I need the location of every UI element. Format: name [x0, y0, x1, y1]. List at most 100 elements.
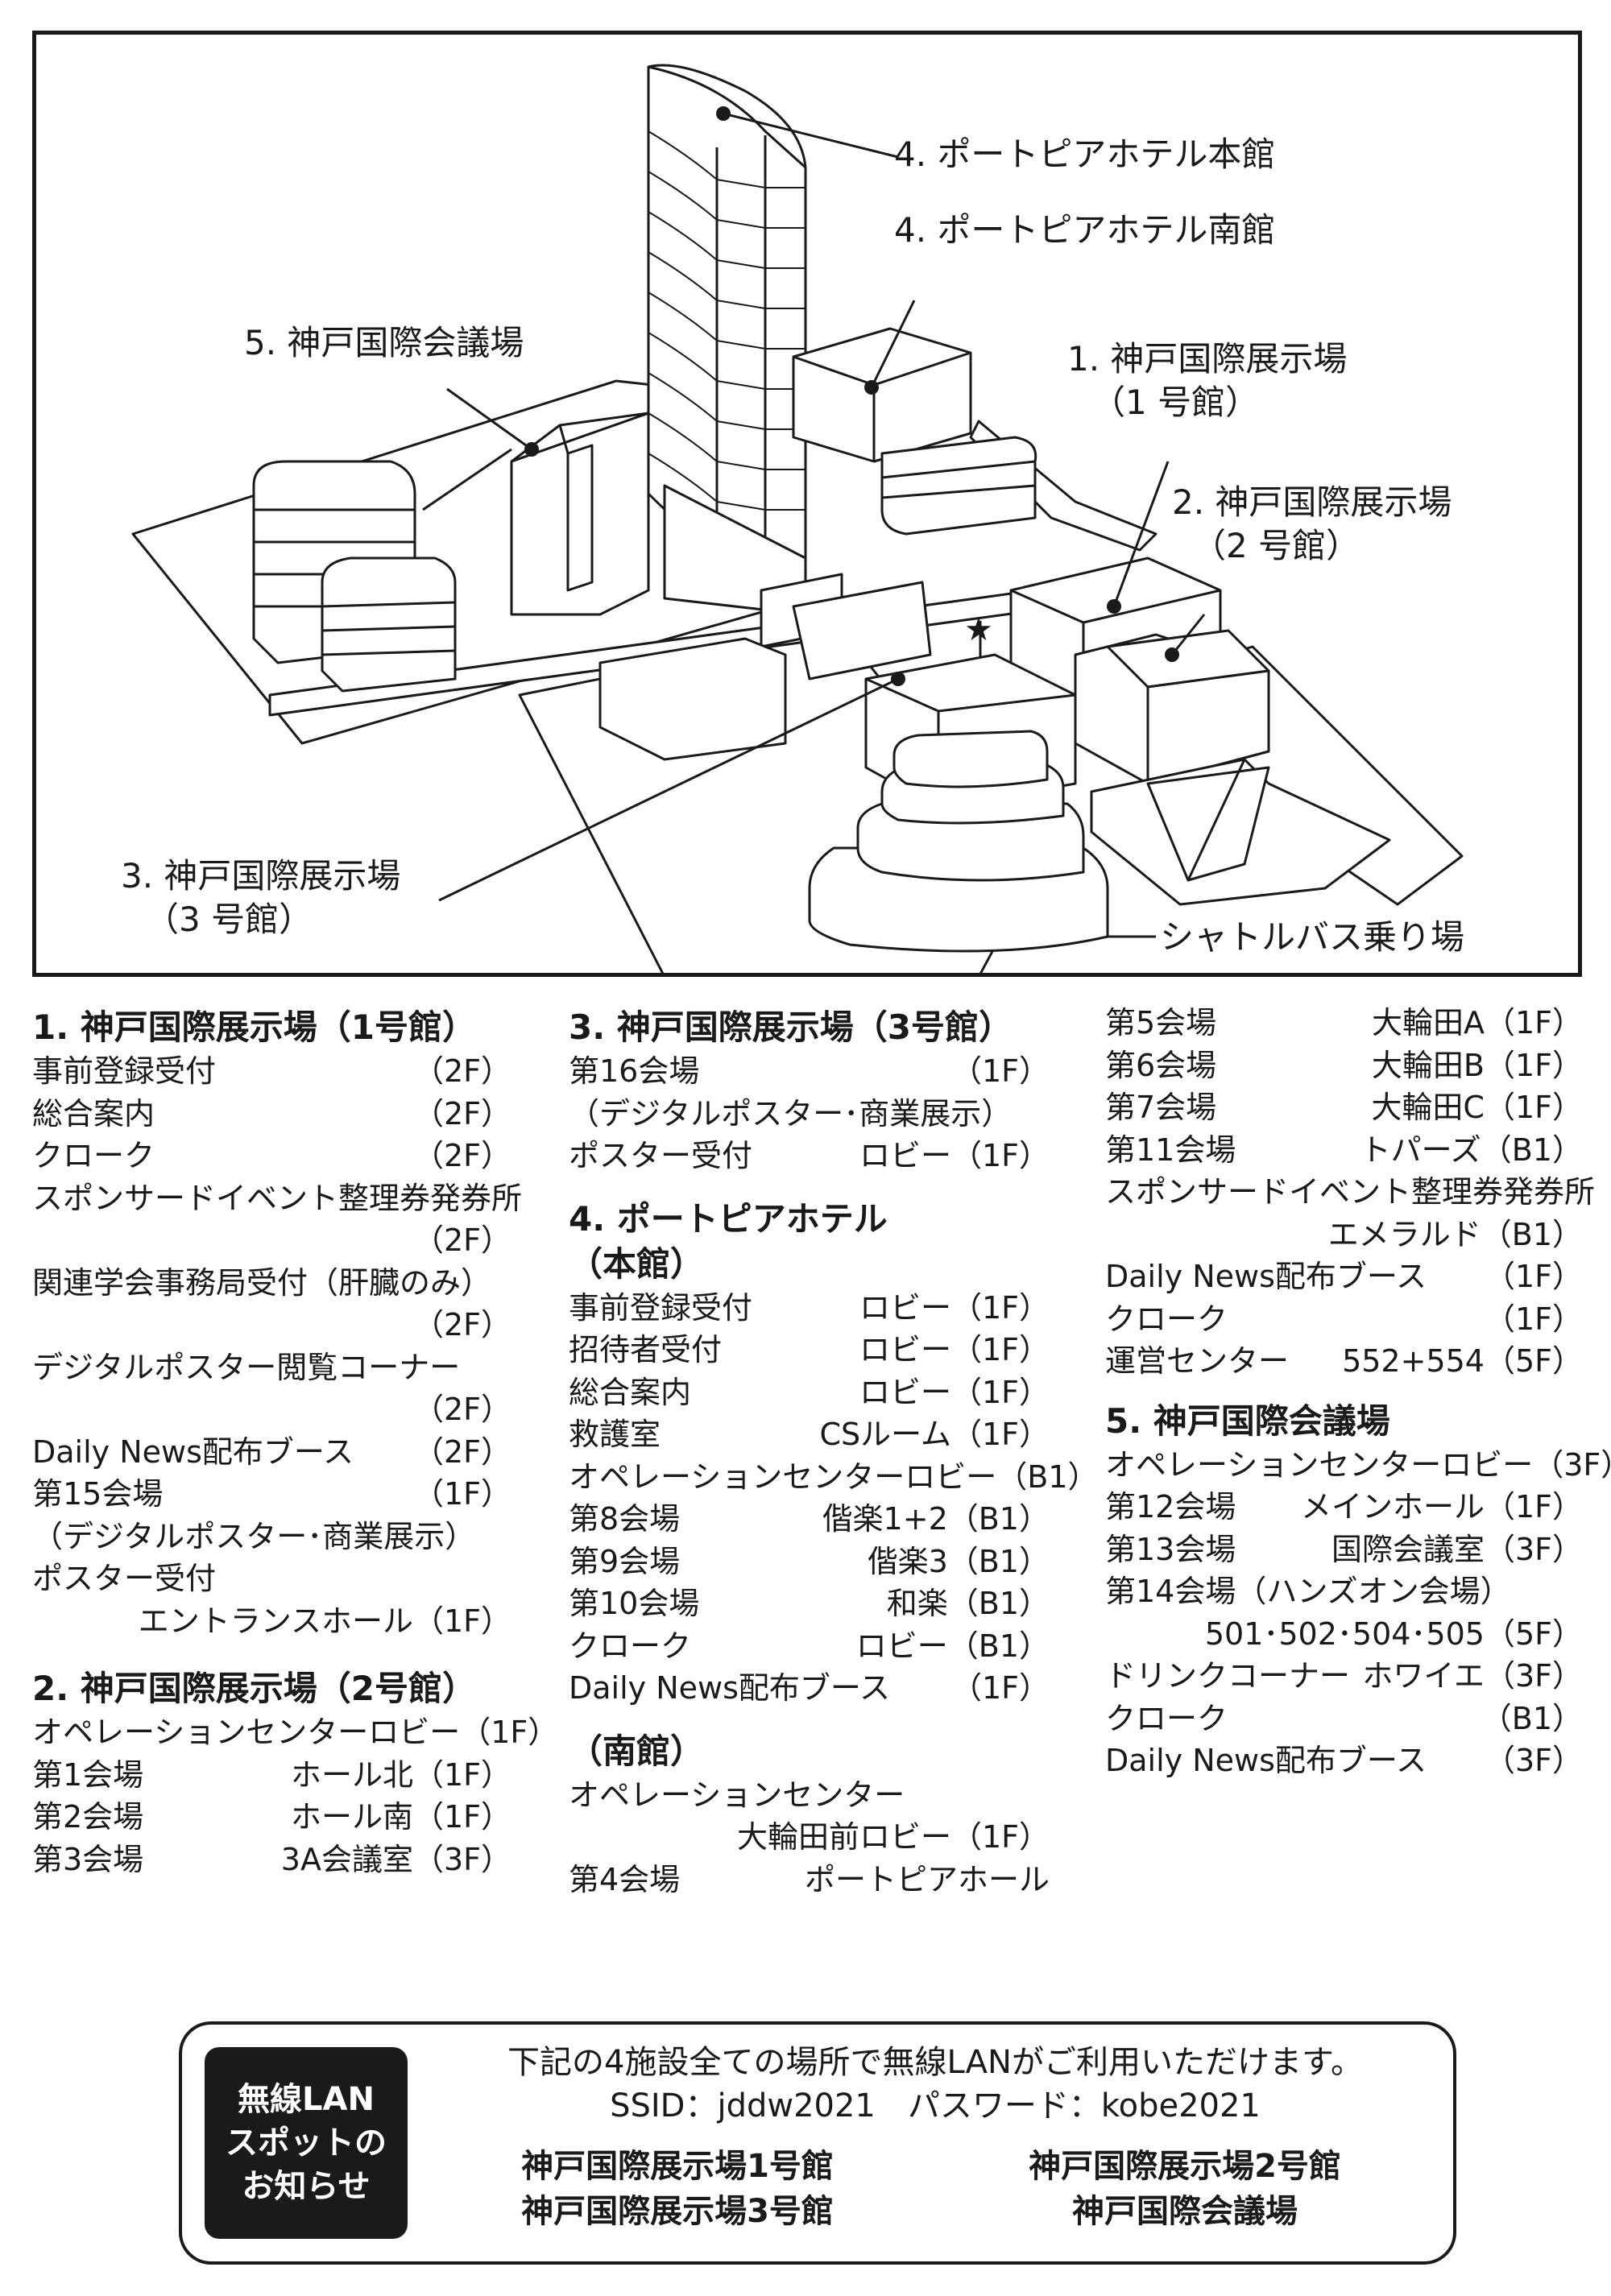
room-name: 第1会場 — [32, 1756, 144, 1793]
room-location: （1F） — [1484, 1301, 1583, 1337]
directory-column-3: 第5会場大輪田A（1F）第6会場大輪田B（1F）第7会場大輪田C（1F）第11会… — [1105, 1002, 1611, 1782]
room-name: 総合案内 — [569, 1374, 692, 1410]
room-name: スポンサードイベント整理券発券所 — [32, 1180, 523, 1216]
wifi-badge-line: 無線LAN — [238, 2081, 375, 2118]
directory-row: 総合案内ロビー（1F） — [569, 1371, 1050, 1414]
directory-row: クローク（1F） — [1105, 1298, 1583, 1341]
directory-row: 事前登録受付（2F） — [32, 1050, 511, 1093]
hall2-building — [1074, 629, 1270, 785]
leader-conference-2 — [422, 448, 512, 511]
room-location: 偕楽3（B1） — [867, 1543, 1050, 1579]
room-location: （2F） — [412, 1095, 511, 1131]
walkway-block-b — [792, 581, 932, 681]
directory-row: クローク（2F） — [32, 1135, 511, 1177]
left-stepped-buildings — [252, 460, 457, 693]
leader-hall2 — [1170, 614, 1206, 656]
directory-row: Daily News配布ブース（2F） — [32, 1431, 511, 1474]
directory-row: 第4会場ポートピアホール — [569, 1859, 1050, 1901]
directory-row: Daily News配布ブース（1F） — [569, 1667, 1050, 1710]
label-hall3-number: （3 号館） — [145, 900, 313, 939]
venue-map-drawing: ★ — [131, 64, 1464, 973]
room-location: エメラルド（B1） — [1327, 1216, 1583, 1252]
leader-hall3 — [438, 677, 899, 902]
directory-row: 関連学会事務局受付（肝臓のみ） — [32, 1262, 511, 1305]
room-location: （2F） — [412, 1392, 511, 1427]
room-name: ポスター受付 — [569, 1138, 753, 1173]
room-location: （2F） — [412, 1222, 511, 1258]
leader-hotel-main — [723, 112, 899, 159]
room-location: （2F） — [412, 1307, 511, 1342]
directory-row: エントランスホール（1F） — [32, 1600, 511, 1643]
wifi-venue: 神戸国際会議場 — [1072, 2193, 1298, 2230]
section-title-hall1: 1. 神戸国際展示場（1号館） — [32, 1007, 477, 1047]
room-name: 第8会場 — [569, 1501, 681, 1537]
room-name: 事前登録受付 — [569, 1289, 753, 1326]
directory-column-1: 1. 神戸国際展示場（1号館） 事前登録受付（2F）総合案内（2F）クローク（2… — [32, 1005, 558, 1881]
room-location: （1F） — [412, 1476, 511, 1512]
room-name: 第11会場 — [1105, 1131, 1236, 1168]
room-name: 第10会場 — [569, 1586, 700, 1621]
room-name: （デジタルポスター･商業展示） — [32, 1518, 476, 1554]
directory-row: スポンサードイベント整理券発券所 — [32, 1177, 522, 1220]
directory-row: 501･502･504･505（5F） — [1105, 1613, 1583, 1656]
label-hall3-name: 3. 神戸国際展示場 — [121, 856, 401, 896]
conference-center-building — [510, 412, 650, 616]
label-hotel-main: 4. ポートピアホテル本館 — [894, 134, 1276, 174]
marker-hotel-main — [716, 106, 731, 121]
wifi-venue: 神戸国際展示場1号館 — [521, 2148, 834, 2185]
section-title-hall2: 2. 神戸国際展示場（2号館） — [32, 1669, 477, 1708]
room-name: スポンサードイベント整理券発券所 — [1105, 1174, 1596, 1210]
hall3-north-block — [598, 637, 787, 761]
room-name: 第4会場 — [569, 1861, 681, 1897]
directory-row: 第15会場 （1F） — [32, 1473, 511, 1516]
room-name: 事前登録受付 — [32, 1053, 217, 1089]
room-name: 総合案内 — [32, 1095, 155, 1131]
directory-row: オペレーションセンター — [569, 1774, 1050, 1817]
directory-row: 第2会場ホール南（1F） — [32, 1796, 511, 1839]
marker-hall3 — [891, 672, 905, 686]
room-location: （B1） — [1481, 1700, 1583, 1736]
shuttle-star-icon: ★ — [964, 611, 993, 648]
directory-row: （2F） — [32, 1388, 511, 1431]
hotel-continued-list: 第5会場大輪田A（1F）第6会場大輪田B（1F）第7会場大輪田C（1F）第11会… — [1105, 1002, 1595, 1383]
directory-row: 事前登録受付 ロビー（1F） — [569, 1287, 1050, 1330]
hotel-south-pavilion — [880, 436, 1037, 536]
room-location: ロビー（1F） — [859, 1138, 1050, 1173]
wifi-description: 下記の4施設全ての場所で無線LANがご利用いただけます。 SSID：jddw20… — [432, 2041, 1439, 2128]
room-location: ロビー（1F） — [368, 1715, 559, 1750]
room-name: （デジタルポスター･商業展示） — [569, 1095, 1013, 1131]
room-name: 第6会場 — [1105, 1047, 1217, 1083]
directory-row: （デジタルポスター･商業展示） — [569, 1093, 1050, 1136]
directory-row: Daily News配布ブース（3F） — [1105, 1740, 1583, 1782]
room-location: 大輪田C（1F） — [1371, 1090, 1583, 1125]
wifi-availability-text: 下記の4施設全ての場所で無線LANがご利用いただけます。 — [507, 2044, 1363, 2081]
section-title-conference: 5. 神戸国際会議場 — [1105, 1400, 1390, 1441]
room-name: 第9会場 — [569, 1543, 681, 1579]
directory-row: スポンサードイベント整理券発券所 — [1105, 1171, 1595, 1214]
room-name: デジタルポスター閲覧コーナー — [32, 1349, 461, 1385]
directory-row: オペレーションセンターロビー（B1） — [569, 1456, 1099, 1499]
leader-hotel-south — [870, 300, 916, 388]
directory-row: 招待者受付ロビー（1F） — [569, 1329, 1050, 1371]
room-name: 第13会場 — [1105, 1531, 1236, 1567]
marker-hall1 — [1107, 599, 1121, 614]
room-location: 大輪田A（1F） — [1371, 1005, 1583, 1040]
room-location: ホール南（1F） — [290, 1799, 511, 1835]
room-location: ロビー（1F） — [859, 1332, 1050, 1367]
wifi-venue-list: 神戸国際展示場1号館 神戸国際展示場2号館 神戸国際展示場3号館 神戸国際会議場 — [424, 2144, 1439, 2234]
directory-row: 第1会場ホール北（1F） — [32, 1754, 511, 1797]
room-name: 第5会場 — [1105, 1005, 1217, 1040]
room-name: 第15会場 — [32, 1476, 164, 1512]
room-name: Daily News配布ブース — [1105, 1259, 1427, 1294]
hall2-list: オペレーションセンターロビー（1F）第1会場ホール北（1F）第2会場ホール南（1… — [32, 1711, 558, 1881]
directory-row: デジタルポスター閲覧コーナー — [32, 1347, 511, 1389]
room-name: 第3会場 — [32, 1841, 144, 1877]
label-hall1-number: （1 号館） — [1091, 383, 1260, 422]
room-location: 偕楽1+2（B1） — [822, 1501, 1050, 1537]
directory-row: 第8会場 偕楽1+2（B1） — [569, 1498, 1050, 1541]
directory-row: 第10会場和楽（B1） — [569, 1582, 1050, 1625]
room-location: ロビー（1F） — [859, 1289, 1050, 1326]
